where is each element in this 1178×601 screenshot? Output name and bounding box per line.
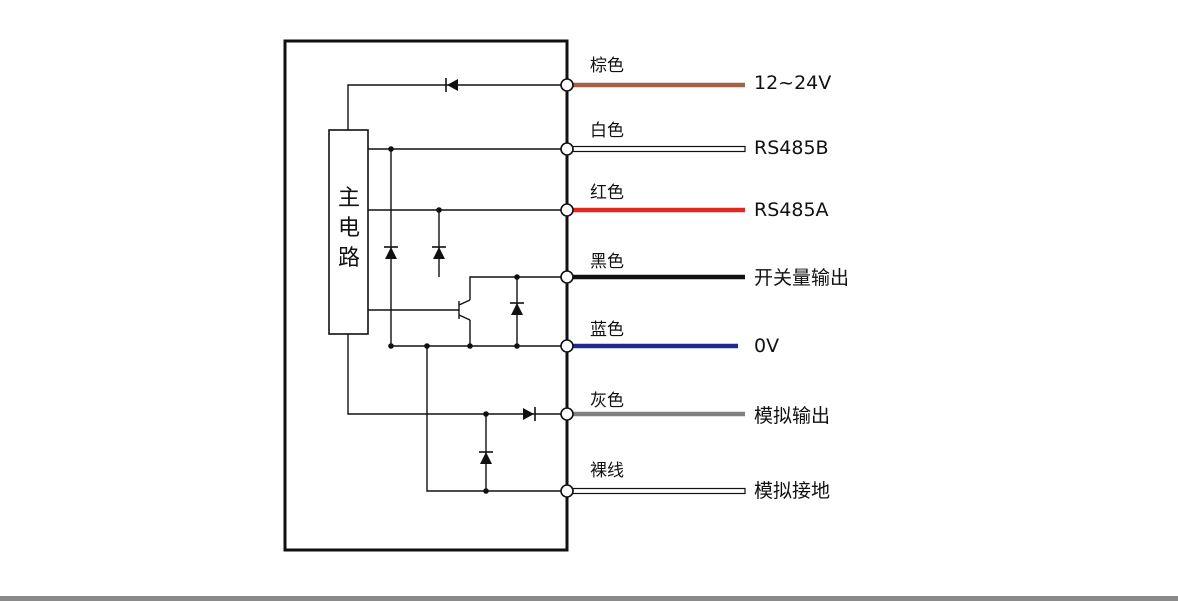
npn-transistor: [458, 299, 471, 321]
terminal-grey: [560, 407, 574, 421]
wire-label-black: 黑色: [590, 252, 624, 272]
bare-internal-wire: [426, 346, 567, 492]
diode-white: [384, 246, 398, 259]
grey-internal-wire: [347, 334, 567, 415]
terminal-black: [560, 270, 574, 284]
wire-label-brown: 棕色: [590, 56, 624, 76]
terminal-circles: [560, 78, 574, 498]
terminal-blue: [560, 339, 574, 353]
junction-dots: [388, 146, 520, 494]
wire-label-bare: 裸线: [590, 461, 624, 481]
diode-grey: [523, 407, 536, 421]
diode-analog-ground: [479, 451, 493, 464]
pin-label-0v: 0V: [754, 335, 780, 357]
terminal-brown: [560, 78, 574, 92]
pin-label-rs485b: RS485B: [754, 137, 829, 159]
diode-black: [510, 302, 524, 315]
terminal-bare: [560, 484, 574, 498]
diode-brown: [445, 78, 458, 92]
pin-label-switch-output: 开关量输出: [754, 267, 850, 289]
terminal-red: [560, 203, 574, 217]
main-circuit-label: 主 电 路: [332, 184, 366, 274]
pin-label-rs485a: RS485A: [754, 199, 829, 221]
main-circuit-char: 路: [337, 246, 360, 271]
terminal-white: [560, 142, 574, 156]
black-internal-wire: [469, 276, 567, 300]
main-circuit-char: 电: [337, 216, 360, 241]
lead-white: [572, 145, 746, 153]
wire-label-blue: 蓝色: [590, 320, 624, 340]
pin-label-analog-output: 模拟输出: [754, 405, 831, 427]
diode-red: [432, 246, 446, 259]
pin-label-power: 12~24V: [754, 72, 832, 94]
wire-label-grey: 灰色: [590, 391, 624, 411]
pin-label-analog-ground: 模拟接地: [754, 480, 831, 502]
external-leads: [572, 82, 746, 495]
bottom-strip: [0, 596, 1178, 601]
sensor-housing: [283, 39, 569, 552]
wire-label-red: 红色: [590, 183, 624, 203]
brown-internal-wire: [347, 84, 567, 130]
main-circuit-char: 主: [337, 186, 360, 211]
internal-wiring: [347, 84, 567, 492]
main-circuit-block: [328, 129, 369, 335]
lead-bare: [572, 487, 746, 495]
wire-label-white: 白色: [590, 121, 624, 141]
